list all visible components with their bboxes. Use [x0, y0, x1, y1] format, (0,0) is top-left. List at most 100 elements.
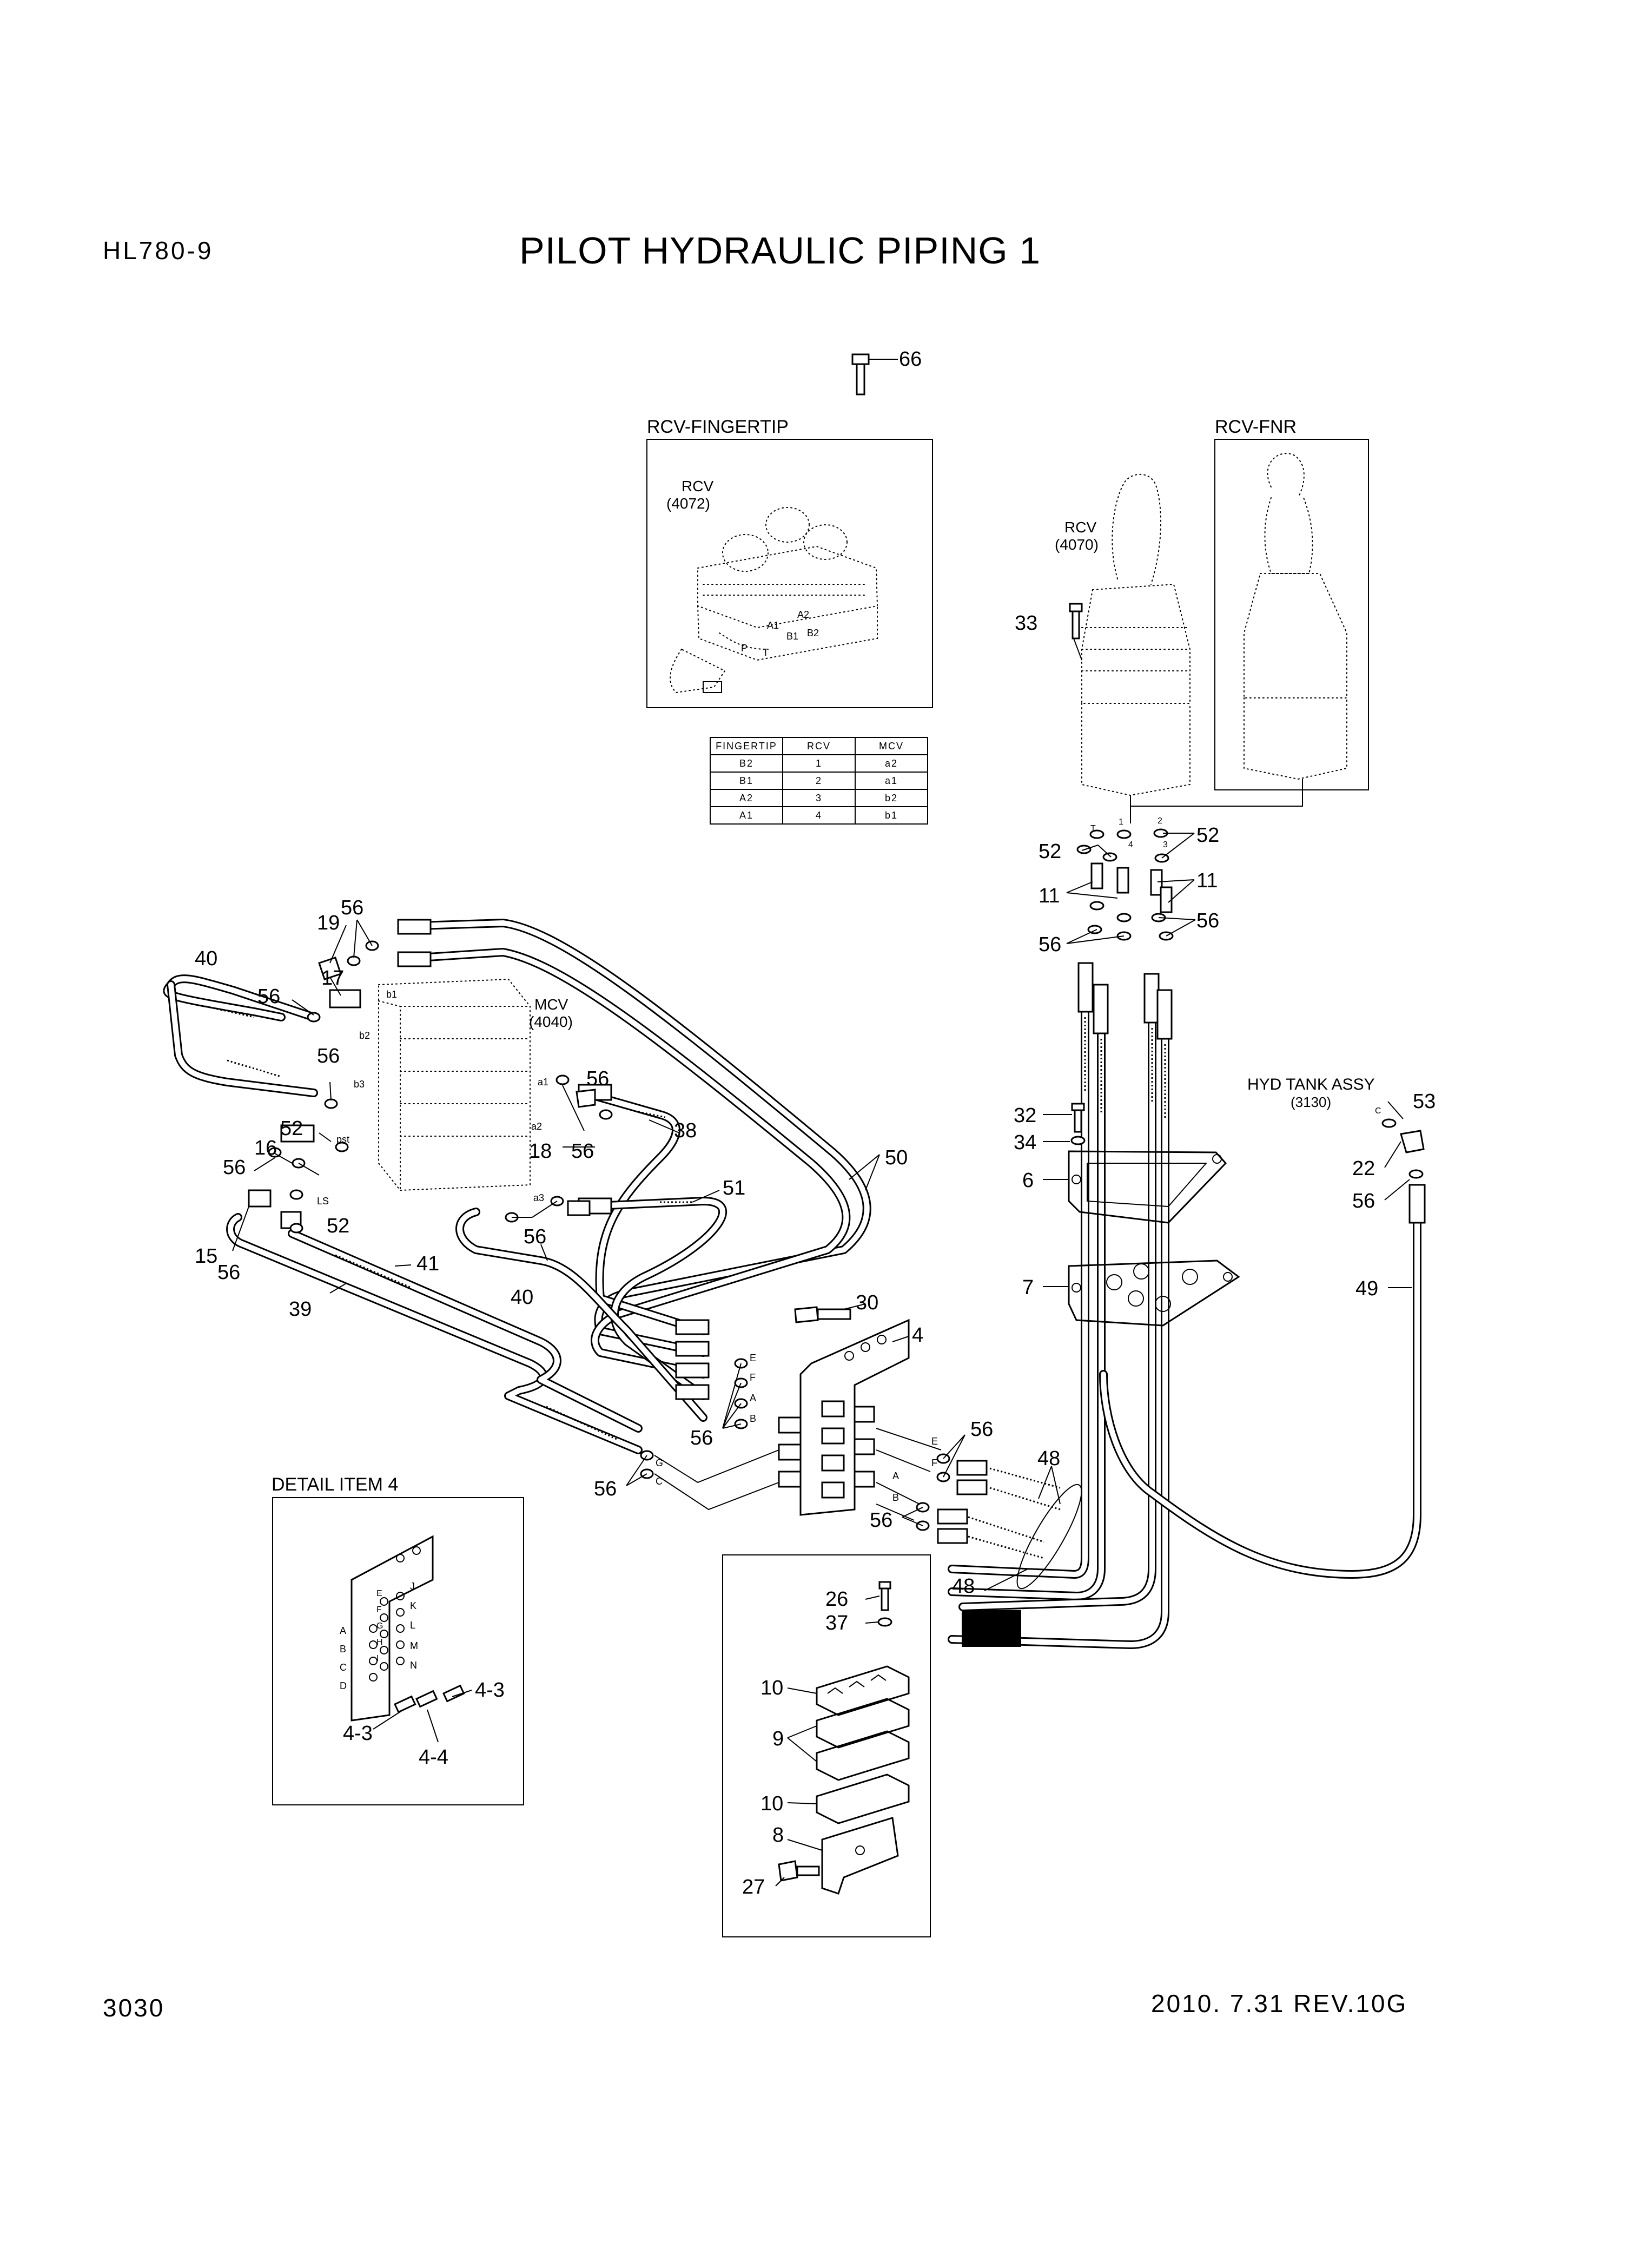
table-row: A1 4 b1 [710, 806, 928, 825]
mcv-name: MCV [534, 996, 568, 1013]
table-cell: b2 [855, 789, 928, 807]
port-label: B2 [807, 628, 819, 638]
tank-port-label: C [1375, 1106, 1381, 1116]
page-title: PILOT HYDRAULIC PIPING 1 [519, 229, 1041, 272]
detail-port-label: F [376, 1605, 382, 1614]
mcv-port-label: b2 [359, 1030, 370, 1041]
table-cell: A2 [710, 789, 783, 807]
callout: 41 [416, 1252, 439, 1275]
port-label: B1 [786, 631, 798, 642]
callout: 52 [1039, 840, 1061, 863]
callout: 50 [885, 1146, 908, 1169]
bracket-right-port-label: F [931, 1458, 937, 1468]
hoses-50 [397, 919, 871, 1379]
detail-port-label: G [376, 1621, 383, 1631]
callout: 56 [341, 896, 363, 919]
port-label: T [763, 647, 769, 658]
rcv-fingertip-ref: (4072) [666, 495, 710, 512]
bracket-right-port-label: A [892, 1471, 899, 1481]
callout: 56 [586, 1067, 609, 1090]
table-cell: B2 [710, 754, 783, 773]
detail-port-label: A [340, 1625, 346, 1636]
rcv-port-fittings [1076, 828, 1174, 941]
callout: 18 [529, 1140, 552, 1163]
mcv-block [378, 978, 531, 1191]
hyd-tank-ref: (3130) [1291, 1094, 1331, 1110]
table-header: RCV [782, 737, 856, 755]
bracket-port-label: A [750, 1393, 756, 1403]
callout: 56 [571, 1140, 594, 1163]
revision-date: 2010. 7.31 REV.10G [1151, 1989, 1408, 2018]
hoses-38-51-40 [455, 1084, 727, 1422]
callout: 48 [952, 1575, 975, 1598]
callout: 26 [825, 1588, 848, 1611]
callout: 37 [825, 1612, 848, 1634]
callout: 4 [912, 1324, 923, 1347]
detail-port-label: C [340, 1662, 347, 1673]
bolt-30 [794, 1306, 851, 1323]
callout: 40 [195, 947, 217, 970]
callout: 8 [772, 1824, 784, 1847]
table-cell: a1 [855, 772, 928, 790]
top-plate-6 [1068, 1150, 1227, 1224]
callout: 4-3 [343, 1722, 373, 1745]
mcv-port-label: b1 [386, 989, 397, 1000]
detail-port-label: D [340, 1680, 347, 1691]
callout: 39 [289, 1298, 312, 1321]
callout: 56 [1039, 933, 1061, 956]
callout: 9 [772, 1728, 784, 1750]
callout: 40 [511, 1286, 533, 1309]
detail-item-4-panel [272, 1497, 524, 1805]
callout: 56 [524, 1225, 546, 1248]
mcv-port-label: a3 [533, 1192, 544, 1203]
callout: 11 [1039, 885, 1060, 907]
callout: 17 [321, 967, 344, 990]
callout: 16 [254, 1137, 277, 1159]
table-row: B1 2 a1 [710, 772, 928, 790]
callout: 27 [742, 1876, 765, 1898]
rcv-port-label: 3 [1163, 840, 1168, 849]
table-cell: 1 [782, 754, 856, 773]
detail-port-label: B [340, 1644, 346, 1654]
rcv-fingertip-panel-title: RCV-FINGERTIP [647, 417, 789, 437]
callout: 32 [1014, 1104, 1036, 1127]
rcv-port-label: 2 [1158, 816, 1162, 826]
callout: 66 [899, 348, 922, 371]
rcv-port-label: T [1090, 824, 1096, 833]
callout: 52 [280, 1117, 303, 1140]
bracket-port-label: F [750, 1372, 756, 1383]
fnr-leader [1130, 779, 1303, 807]
callout: 56 [217, 1261, 240, 1284]
callout: 11 [1196, 869, 1218, 892]
rcv-vertical-hoses [948, 962, 1173, 1649]
callout: 7 [1022, 1276, 1034, 1299]
table-header: MCV [855, 737, 928, 755]
callout: 56 [870, 1509, 892, 1532]
port-label: P [741, 643, 748, 654]
callout: 52 [327, 1215, 349, 1237]
detail-item-4-title: DETAIL ITEM 4 [272, 1474, 398, 1495]
bracket-right-port-label: B [892, 1492, 899, 1503]
table-cell: a2 [855, 754, 928, 773]
port-reference-table: FINGERTIP RCV MCV B2 1 a2 B1 2 a1 A2 3 b… [710, 737, 928, 825]
mcv-ref: (4040) [529, 1013, 573, 1030]
redaction-block [962, 1610, 1021, 1647]
bracket-port-label: E [750, 1353, 756, 1363]
detail-port-label: E [376, 1589, 382, 1598]
callout: 56 [1196, 909, 1219, 932]
hoses-left [163, 974, 643, 1454]
bracket-port-label: G [656, 1458, 663, 1468]
callout: 10 [760, 1792, 783, 1815]
callout: 56 [970, 1418, 993, 1441]
table-cell: 2 [782, 772, 856, 790]
callout: 48 [1037, 1447, 1060, 1470]
bracket-port-label: B [750, 1413, 756, 1424]
callout: 56 [317, 1045, 340, 1067]
bolt-33 [1069, 603, 1083, 661]
washer-34 [1070, 1136, 1086, 1145]
tank-hose-49 [1099, 1118, 1426, 1579]
table-header: FINGERTIP [710, 737, 783, 755]
clamp-detail-panel [722, 1554, 931, 1937]
callout: 10 [760, 1677, 783, 1699]
